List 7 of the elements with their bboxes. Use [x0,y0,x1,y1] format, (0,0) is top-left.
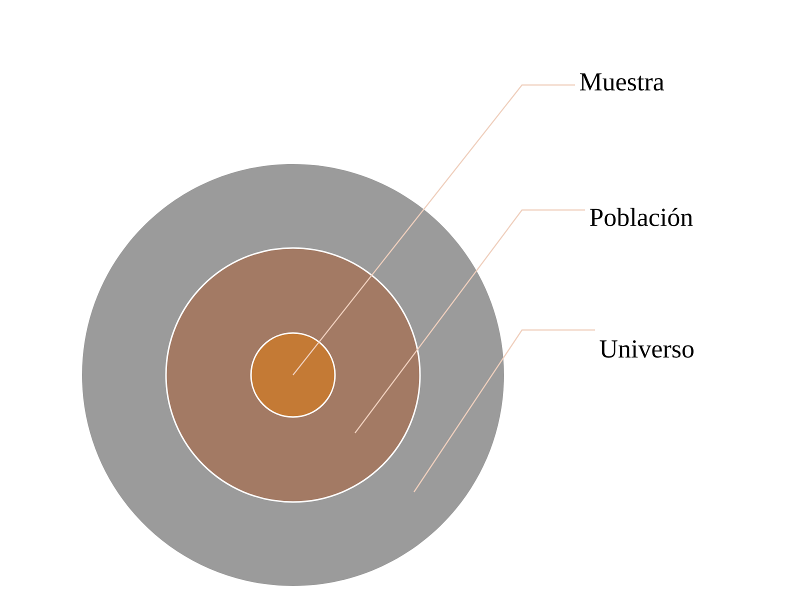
leader-line [414,329,595,492]
leader-line [354,209,585,434]
leader-line [292,84,575,376]
label-text: Población [590,208,693,226]
label-text: Universo [600,340,694,358]
label-text: Muestra [580,73,664,91]
circle [250,332,336,418]
